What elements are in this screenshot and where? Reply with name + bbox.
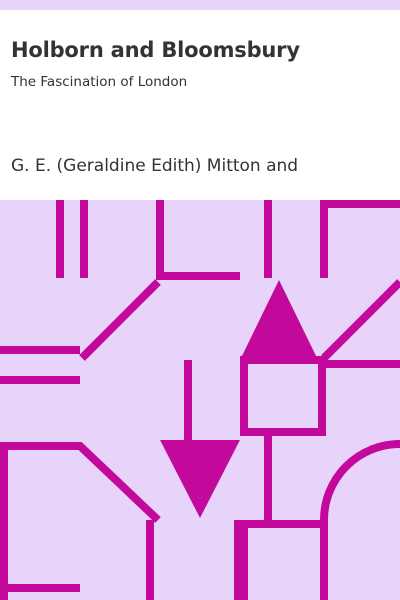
book-subtitle: The Fascination of London	[11, 74, 188, 90]
pattern-line	[0, 442, 161, 600]
title-panel: Holborn and Bloomsbury The Fascination o…	[0, 10, 400, 200]
book-title: Holborn and Bloomsbury	[11, 38, 300, 62]
pattern-line	[156, 200, 240, 280]
pattern-arc	[320, 440, 400, 600]
cover-pattern	[0, 200, 400, 600]
pattern-line	[79, 279, 161, 361]
pattern-line	[320, 200, 400, 278]
book-author: G. E. (Geraldine Edith) Mitton and	[11, 156, 299, 176]
top-strip	[0, 0, 400, 10]
pattern-triangle-down	[160, 440, 240, 518]
pattern-square	[240, 356, 326, 436]
pattern-line	[240, 520, 324, 600]
pattern-triangle-up	[240, 280, 318, 360]
pattern-line	[321, 279, 400, 361]
